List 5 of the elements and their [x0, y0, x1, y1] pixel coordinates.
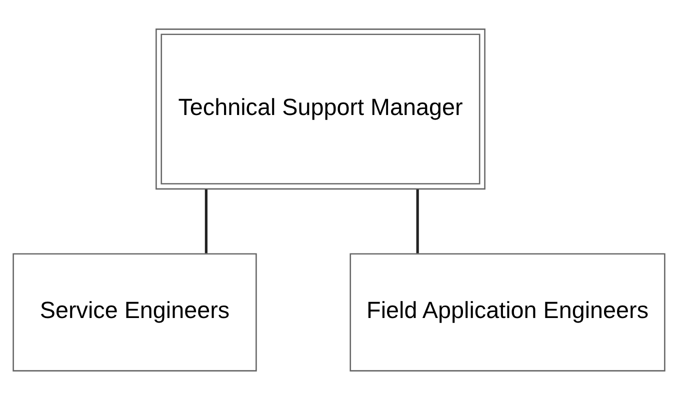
- node-box: Service Engineers: [12, 253, 257, 372]
- connector: [204, 189, 208, 254]
- node-box: Technical Support Manager: [156, 28, 486, 190]
- node-box: Field Application Engineers: [350, 253, 666, 372]
- connector: [416, 189, 419, 254]
